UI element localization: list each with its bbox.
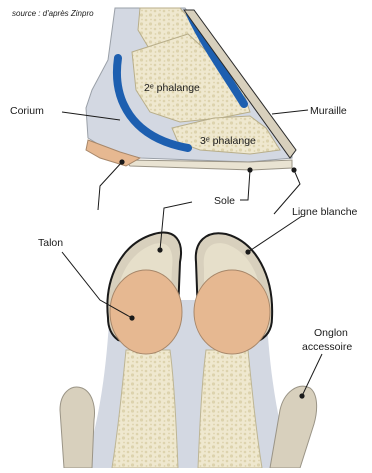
leader-sole — [240, 170, 250, 200]
dot-heel — [119, 159, 124, 164]
label-talon: Talon — [38, 237, 63, 249]
dot-sole-bottom — [157, 247, 162, 252]
label-3rd-phalanx: 3ᵉ phalange — [200, 135, 256, 147]
leader-heel — [98, 162, 122, 210]
label-2nd-phalanx: 2ᵉ phalange — [144, 82, 200, 94]
sole-view — [60, 233, 317, 468]
label-muraille: Muraille — [310, 105, 347, 117]
leader-ligne-blanche — [248, 216, 302, 252]
right-heel-pad — [194, 270, 270, 354]
right-accessory-claw — [270, 386, 317, 468]
dot-sole — [247, 167, 252, 172]
left-accessory-claw — [60, 387, 95, 468]
label-onglon-line2: accessoire — [302, 341, 352, 353]
label-onglon-line1: Onglon — [314, 327, 348, 339]
leader-muraille — [272, 110, 308, 114]
sole-strip — [125, 160, 292, 170]
dot-talon — [129, 315, 134, 320]
dot-onglon — [299, 393, 304, 398]
source-note: source : d'après Zinpro — [12, 9, 94, 18]
label-sole: Sole — [214, 195, 235, 207]
dot-ligne-blanche — [245, 249, 250, 254]
label-ligne-blanche: Ligne blanche — [292, 206, 358, 218]
dot-wall — [291, 167, 296, 172]
label-corium: Corium — [10, 105, 44, 117]
